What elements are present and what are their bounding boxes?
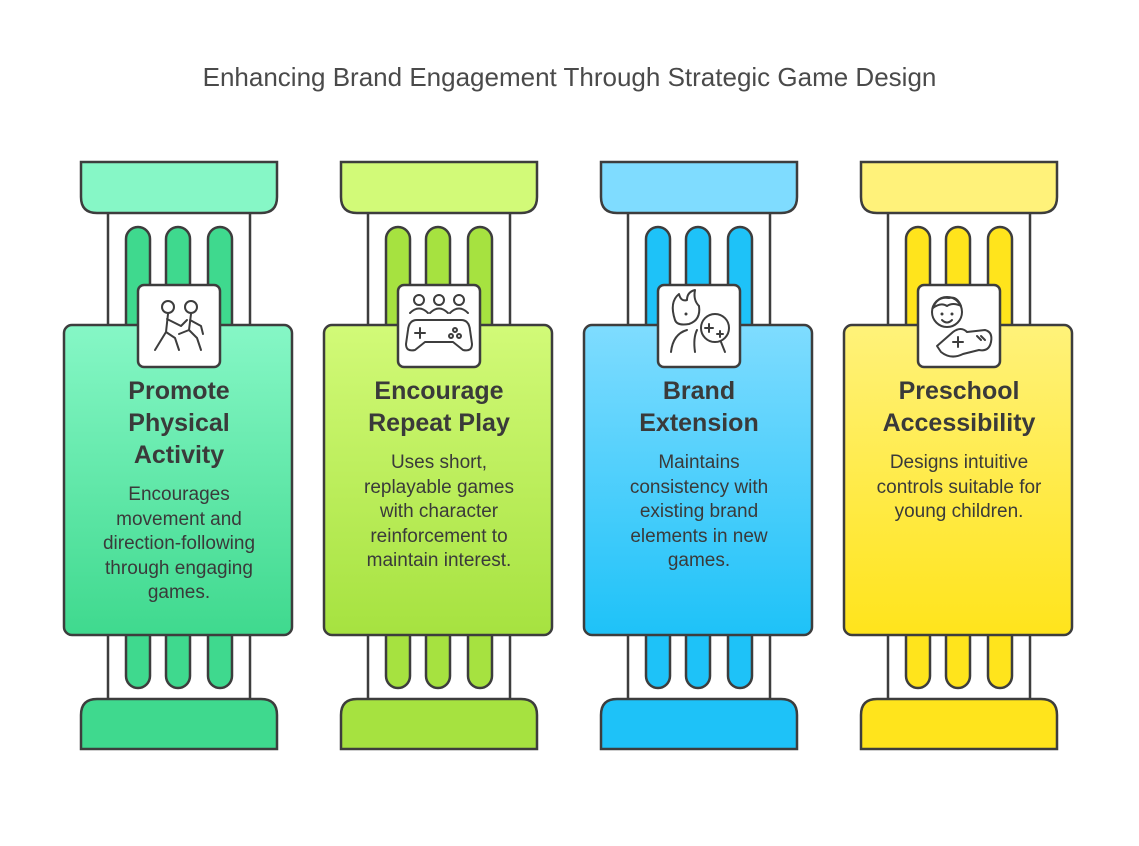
pillar-heading-line: Repeat Play bbox=[368, 409, 510, 437]
pillar-capital bbox=[339, 160, 539, 215]
icon-frame bbox=[656, 283, 742, 369]
pillar-capital bbox=[79, 160, 279, 215]
pillar-description-line: Encourages bbox=[128, 484, 230, 505]
pillar-description-line: maintain interest. bbox=[366, 550, 512, 571]
pillar-4 bbox=[842, 160, 1074, 751]
pillar-heading-line: Accessibility bbox=[882, 409, 1036, 437]
pillar-description-line: Maintains bbox=[658, 452, 740, 473]
pillar-description-line: controls suitable for bbox=[876, 476, 1042, 498]
pillar-description-line: reinforcement to bbox=[370, 525, 508, 547]
pillar-description-line: Uses short, bbox=[390, 452, 488, 473]
pillar-description-line: consistency with bbox=[629, 476, 769, 498]
pillar-description-line: Designs intuitive bbox=[889, 452, 1029, 473]
pillar-base bbox=[79, 697, 279, 751]
pillar-heading-line: Extension bbox=[639, 409, 759, 437]
pillar-description-line: elements in new bbox=[630, 525, 768, 547]
pillar-description-line: young children. bbox=[894, 501, 1024, 522]
pillar-heading-line: Brand bbox=[662, 377, 736, 405]
group-gamepad-icon bbox=[405, 294, 473, 352]
pillar-description-line: replayable games bbox=[364, 476, 514, 498]
pillar-heading-line: Activity bbox=[133, 441, 225, 469]
pillar-heading-line: Physical bbox=[128, 409, 230, 437]
pillar-heading-line: Encourage bbox=[374, 377, 504, 405]
pillar-description: Uses short, replayable games with characte… bbox=[325, 451, 553, 574]
pillar-1 bbox=[62, 160, 294, 751]
people-exercising-icon bbox=[154, 300, 204, 351]
pillar-heading-line: Preschool bbox=[898, 377, 1020, 405]
pillar-3 bbox=[582, 160, 814, 751]
character-gamepad-icon bbox=[670, 289, 730, 353]
diagram-title: Enhancing Brand Engagement Through Strat… bbox=[202, 62, 937, 92]
pillar-base bbox=[339, 697, 539, 751]
pillar-heading-line: Promote bbox=[128, 377, 230, 405]
pillar-description: Encourages movement and direction-followin… bbox=[65, 483, 293, 606]
pillar-description-line: existing brand bbox=[639, 501, 759, 522]
pillar-description: Designs intuitive controls suitable for yo… bbox=[845, 451, 1073, 525]
pillar-description-line: through engaging bbox=[105, 557, 253, 579]
icon-frame bbox=[396, 283, 482, 369]
pillar-base bbox=[599, 697, 799, 751]
pillar-base bbox=[859, 697, 1059, 751]
pillar-capital bbox=[859, 160, 1059, 215]
pillar-description-line: movement and bbox=[116, 508, 242, 530]
child-gamepad-icon bbox=[931, 296, 993, 358]
pillar-description: Maintains consistency with existing brand e… bbox=[585, 451, 813, 574]
pillar-description-line: with character bbox=[379, 501, 499, 522]
pillar-description-line: games. bbox=[147, 582, 211, 603]
pillar-2 bbox=[322, 160, 554, 751]
pillar-description-line: games. bbox=[667, 550, 731, 571]
pillar-capital bbox=[599, 160, 799, 215]
pillar-description-line: direction-following bbox=[102, 533, 256, 554]
